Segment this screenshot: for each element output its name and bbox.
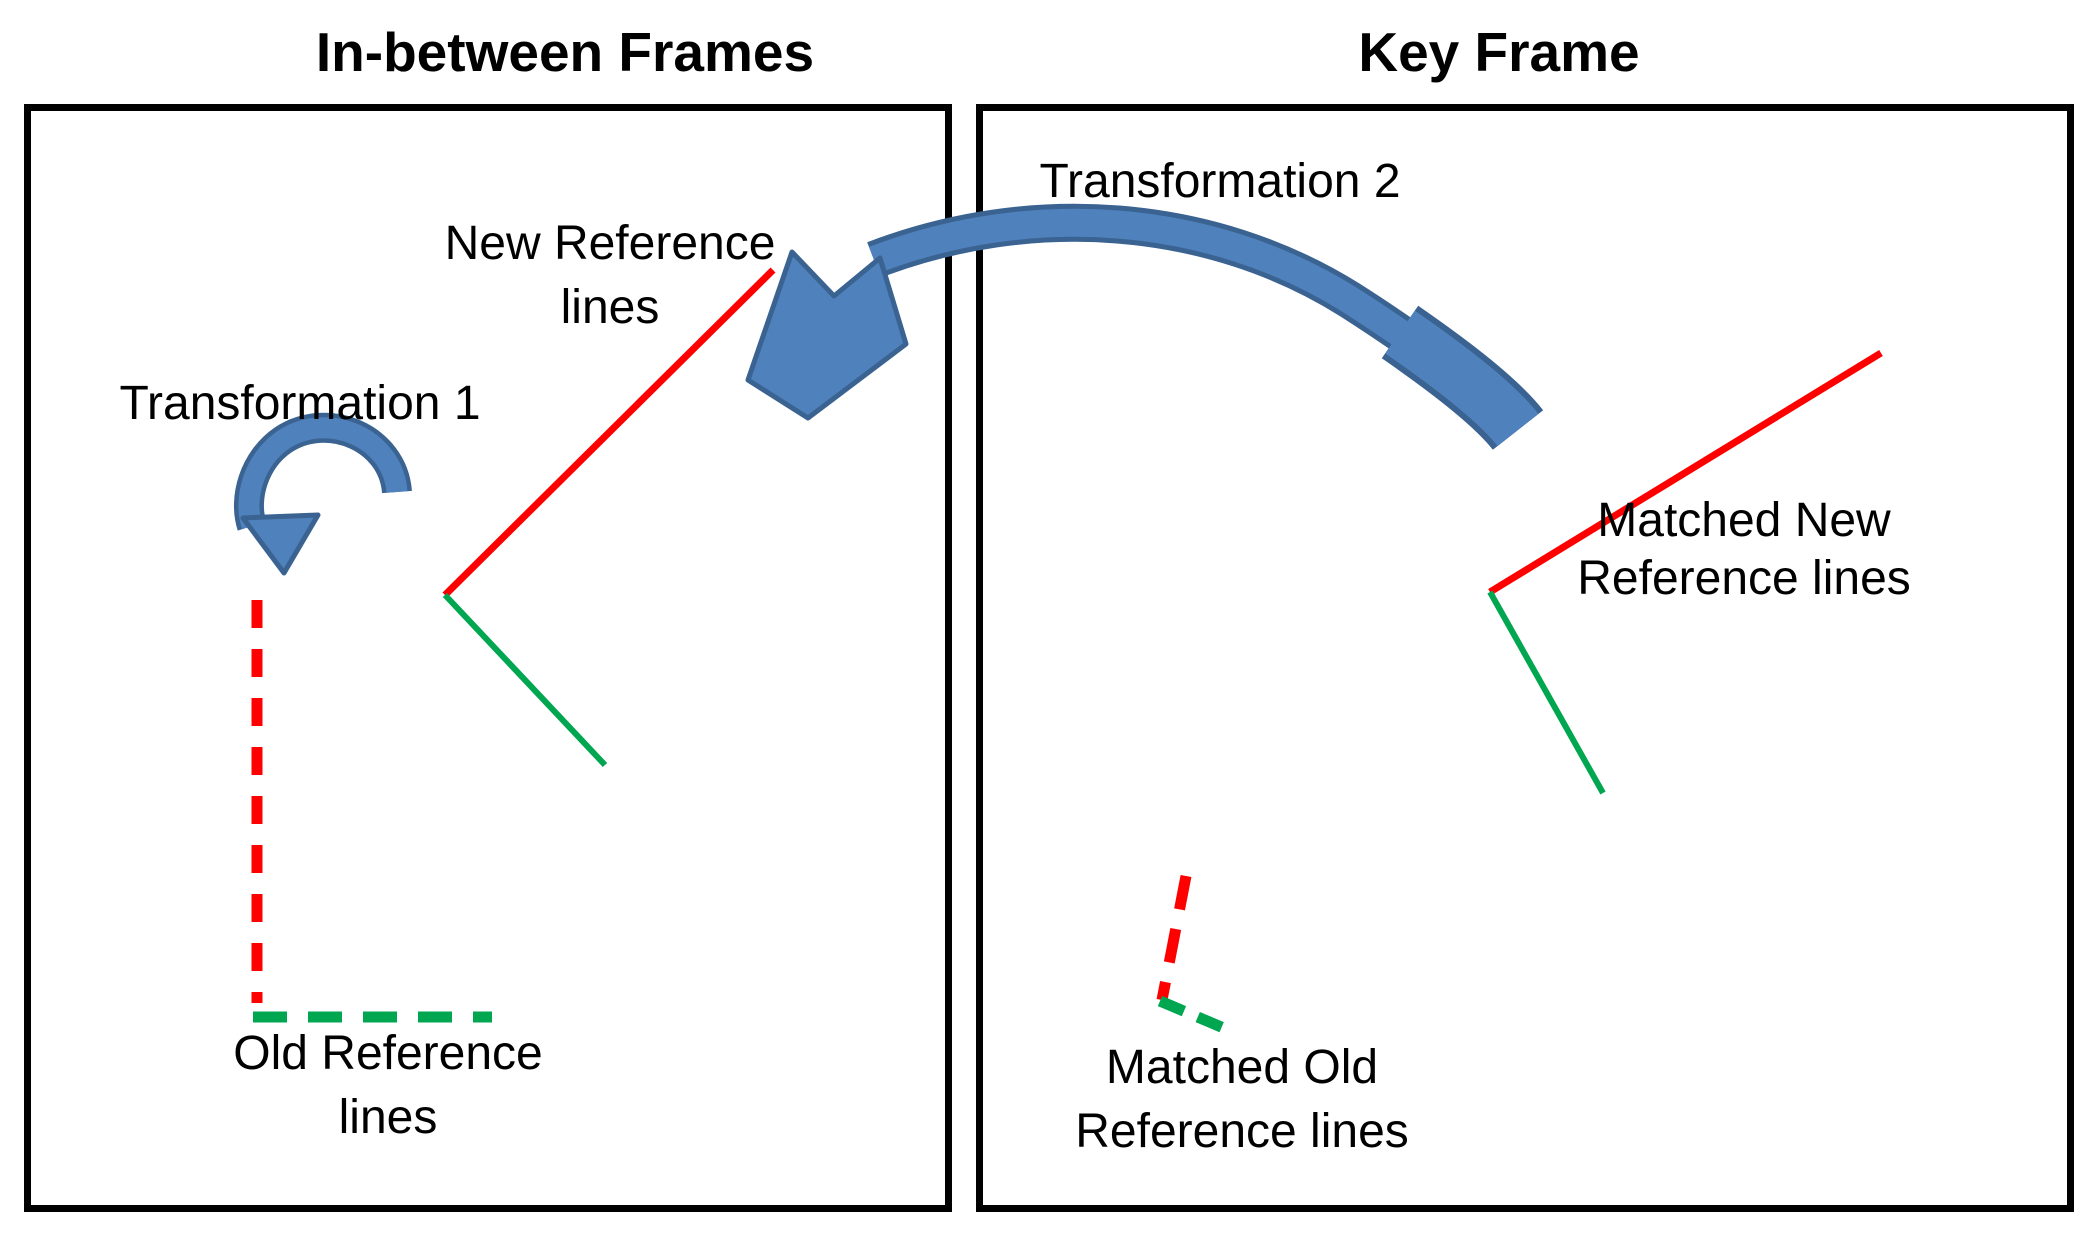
matched-new-reference-red-line (1488, 350, 1883, 595)
left-panel-title: In-between Frames (315, 21, 815, 83)
new-reference-lines-label-line2: lines (560, 281, 660, 334)
old-reference-lines-label-line1: Old Reference (233, 1027, 543, 1080)
matched-new-reference-lines-label-line1: Matched New (1597, 494, 1891, 547)
transformation1-arrowhead (240, 512, 321, 576)
new-reference-red-line (442, 267, 776, 598)
matched-new-reference-green-line (1487, 590, 1606, 795)
right-panel-title: Key Frame (1358, 21, 1640, 83)
matched-new-reference-lines-label: Matched New Reference lines (1577, 492, 1911, 608)
transformation2-label: Transformation 2 (1039, 155, 1401, 208)
matched-old-reference-lines-label: Matched Old Reference lines (1075, 1036, 1409, 1164)
matched-old-reference-lines-label-line1: Matched Old (1105, 1041, 1379, 1094)
old-reference-lines-label: Old Reference lines (233, 1022, 543, 1150)
new-reference-lines-label: New Reference lines (445, 212, 776, 340)
transformation1-label: Transformation 1 (119, 377, 481, 430)
matched-old-reference-green-dashed-line (1157, 995, 1229, 1035)
new-reference-green-line (442, 592, 608, 768)
new-reference-lines-label-line1: New Reference (444, 217, 776, 270)
matched-old-reference-lines-label-line2: Reference lines (1075, 1105, 1409, 1158)
transformation2-arrow-arc-fill (868, 208, 1528, 439)
matched-old-reference-red-dashed-line (1156, 874, 1192, 1002)
old-reference-lines-label-line2: lines (338, 1091, 438, 1144)
matched-new-reference-lines-label-line2: Reference lines (1577, 552, 1911, 605)
transformation1-arrow-arc-fill (238, 417, 408, 530)
transformation2-arrowhead (745, 249, 909, 421)
